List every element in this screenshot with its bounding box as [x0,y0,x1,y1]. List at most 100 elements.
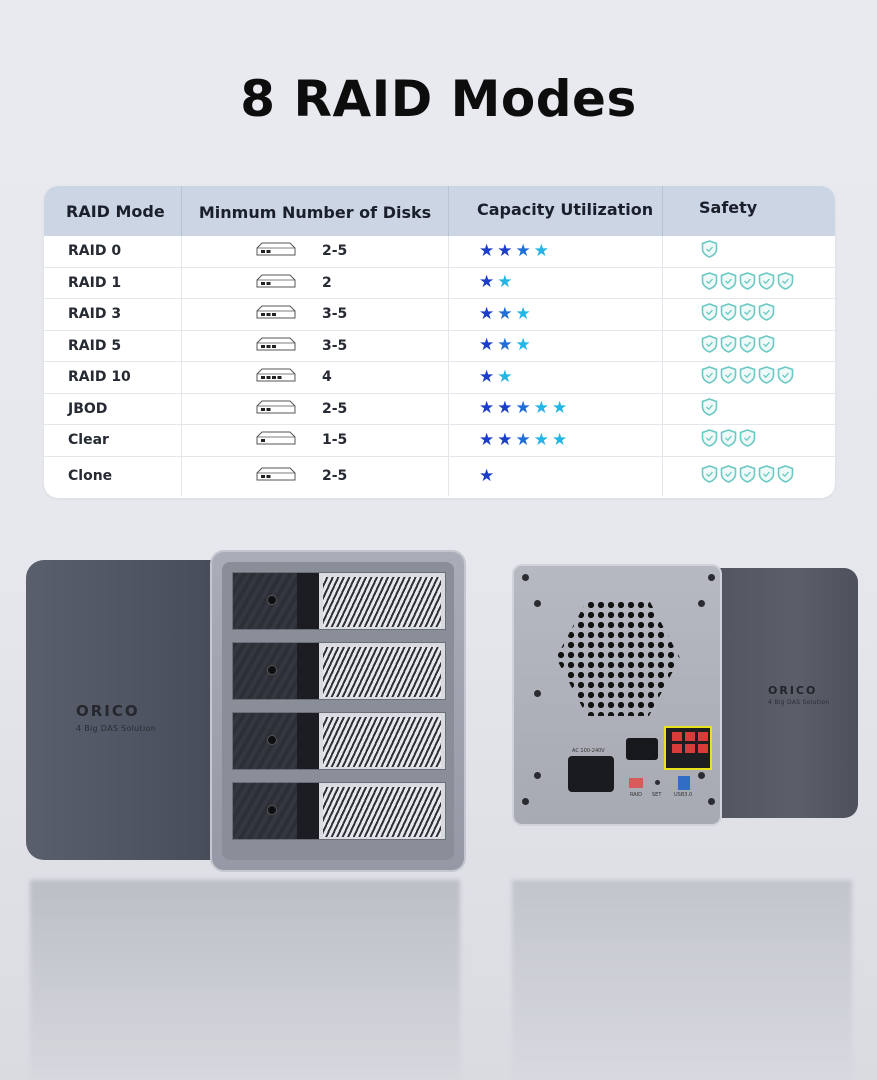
brand-name: ORICO [76,702,140,720]
disk-enclosure-icon [256,242,322,260]
capacity-cell: ★★ [449,362,663,393]
lock-icon [267,805,277,815]
capacity-rating: ★ [479,465,495,486]
capacity-rating: ★★ [479,366,513,387]
power-label: AC 100-240V [572,748,605,754]
table-body: RAID 0 2-5 ★★★★ RAID 1 2 ★★ RAID 3 3-5 ★… [44,236,835,496]
table-row: RAID 0 2-5 ★★★★ [44,236,835,268]
star-icon: ★ [533,398,549,419]
shield-check-icon [720,334,737,357]
star-icon: ★ [479,303,495,324]
shield-check-icon [739,303,756,325]
min-disks-cell: 2 [182,267,449,298]
safety-cell [663,236,835,267]
capacity-rating: ★★★★★ [479,429,567,450]
min-disks-cell: 4 [182,362,449,393]
shield-check-icon [701,465,718,487]
vent-grille [323,577,441,627]
shield-check-icon [758,366,775,388]
star-icon: ★ [533,240,549,261]
star-icon: ★ [497,303,513,324]
brand-tagline: 4 Big DAS Solution [768,699,830,706]
shield-check-icon [758,334,775,357]
shield-check-icon [701,397,718,420]
header-safety: Safety [699,197,758,217]
shield-check-icon [758,271,775,294]
usb-label: USB3.0 [674,792,693,798]
star-icon: ★ [479,240,495,261]
min-disks-cell: 2-5 [182,236,449,267]
shield-check-icon [720,429,737,451]
raid-switch-label [664,726,712,770]
shield-check-icon [777,271,794,294]
table-row: RAID 3 3-5 ★★★ [44,299,835,331]
star-icon: ★ [515,398,531,419]
table-row: RAID 1 2 ★★ [44,267,835,299]
brand-logo: ORICO 4 Big DAS Solution [76,702,156,733]
shield-check-icon [777,465,794,487]
usb-port [678,776,690,790]
brand-name: ORICO [768,684,818,697]
shield-check-icon [739,366,756,388]
vent-grille [323,787,441,837]
star-icon: ★ [479,465,495,486]
star-icon: ★ [552,398,568,419]
power-socket [568,756,614,792]
product-front-view: ORICO 4 Big DAS Solution [26,548,466,874]
raid-label: RAID [630,792,643,798]
min-disks-cell: 2-5 [182,393,449,424]
shield-check-icon [701,240,718,262]
star-icon: ★ [479,366,495,387]
shield-check-icon [720,465,737,487]
header-min-disks: Minmum Number of Disks [182,186,449,236]
raid-mode-cell: RAID 5 [44,330,182,361]
raid-mode-cell: RAID 1 [44,267,182,298]
table-row: Clone 2-5 ★ [44,456,835,496]
shield-check-icon [720,303,737,325]
disk-count: 2 [322,274,332,291]
enclosure-side-panel [702,568,858,818]
min-disks-cell: 2-5 [182,456,449,496]
disk-count: 2-5 [322,468,348,484]
shield-check-icon [758,465,775,487]
min-disks-cell: 3-5 [182,330,449,361]
raid-dip-switch [629,778,643,788]
safety-cell [663,299,835,330]
star-icon: ★ [515,335,531,356]
shield-check-icon [739,465,756,487]
shield-check-icon [701,271,718,294]
drive-bays [222,562,454,860]
safety-cell [663,394,835,425]
star-icon: ★ [479,398,495,419]
safety-rating [701,240,718,262]
safety-rating [701,303,775,325]
disk-enclosure-icon [256,400,322,418]
rear-panel: AC 100-240V RAID SET USB3.0 [512,564,722,826]
safety-rating [701,397,718,420]
star-icon: ★ [479,429,495,450]
star-icon: ★ [497,429,513,450]
drive-bay-3 [232,712,446,770]
safety-cell [663,331,835,362]
shield-check-icon [758,303,775,325]
enclosure-side-panel: ORICO 4 Big DAS Solution [26,560,226,860]
vent-grille [323,647,441,697]
star-icon: ★ [479,335,495,356]
shield-check-icon [739,271,756,294]
shield-check-icon [777,366,794,388]
capacity-rating: ★★ [479,274,513,291]
star-icon: ★ [479,272,495,293]
disk-count: 4 [322,369,332,386]
back-reflection [512,880,852,1080]
raid-mode-cell: RAID 0 [44,236,182,267]
power-switch [626,738,658,760]
star-icon: ★ [515,240,531,261]
drive-bay-4 [232,782,446,840]
brand-tagline: 4 Big DAS Solution [76,724,157,733]
disk-enclosure-icon [256,337,322,355]
disk-enclosure-icon [256,305,322,323]
disk-count: 2-5 [322,400,348,417]
page-title: 8 RAID Modes [240,70,637,128]
header-raid-mode: RAID Mode [44,186,182,236]
safety-cell [663,362,835,393]
